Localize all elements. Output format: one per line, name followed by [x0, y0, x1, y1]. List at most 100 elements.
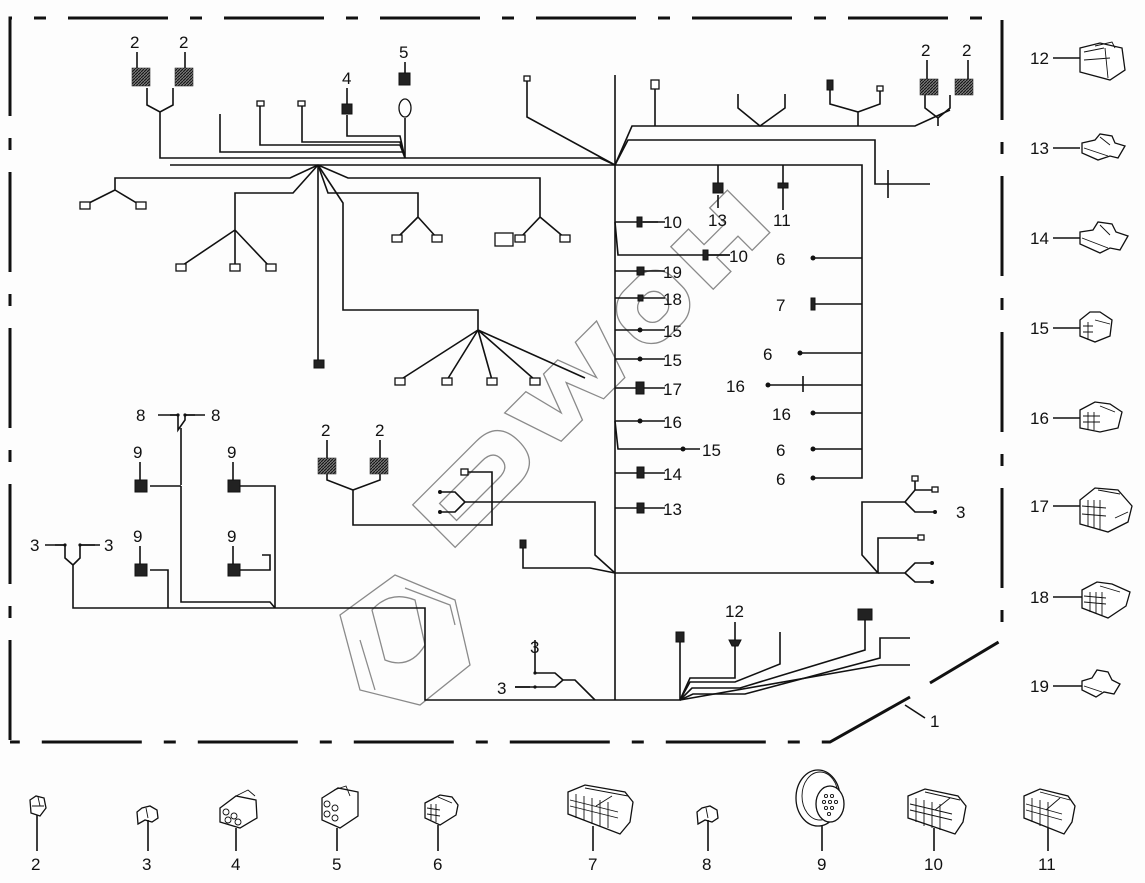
- part-14[interactable]: 14: [1030, 221, 1129, 254]
- connector: [876, 85, 884, 92]
- small-connectors: [79, 201, 571, 386]
- callout-8: 8: [211, 406, 220, 425]
- part-label-6: 6: [433, 855, 442, 874]
- part-16[interactable]: 16: [1030, 401, 1123, 433]
- callout-8: 8: [136, 406, 145, 425]
- callout-2: 2: [130, 33, 139, 52]
- connector: [930, 580, 934, 584]
- part-12[interactable]: 12: [1030, 41, 1126, 81]
- callout-6: 6: [763, 345, 772, 364]
- part-label-15: 15: [1030, 319, 1049, 338]
- part-17[interactable]: 17: [1030, 487, 1133, 533]
- connector-15: [637, 327, 643, 333]
- part-13[interactable]: 13: [1030, 133, 1126, 161]
- callout-9: 9: [227, 527, 236, 546]
- part-3[interactable]: 3: [136, 805, 159, 874]
- connector: [650, 79, 660, 90]
- connector-6: [797, 350, 803, 356]
- connector: [857, 608, 873, 621]
- connector-13: [636, 502, 645, 514]
- part-label-2: 2: [31, 855, 40, 874]
- connector-9: [134, 563, 148, 577]
- connector-4: [341, 103, 353, 115]
- connector-9: [227, 479, 241, 493]
- part-8[interactable]: 8: [696, 805, 719, 874]
- callout-10: 10: [729, 247, 748, 266]
- callout-15: 15: [663, 351, 682, 370]
- connector-19: [636, 266, 645, 276]
- part-11[interactable]: 11: [1023, 788, 1076, 874]
- part-label-12: 12: [1030, 49, 1049, 68]
- part-label-8: 8: [702, 855, 711, 874]
- callout-13: 13: [708, 211, 727, 230]
- callout-4: 4: [342, 69, 351, 88]
- callout-3: 3: [530, 638, 539, 657]
- connector-2: [174, 67, 194, 87]
- connector-2: [317, 457, 337, 475]
- callout-2: 2: [962, 41, 971, 60]
- connector: [523, 75, 531, 82]
- connector-16: [765, 382, 771, 388]
- callout-12: 12: [725, 602, 744, 621]
- part-18[interactable]: 18: [1030, 581, 1131, 619]
- part-5[interactable]: 5: [321, 785, 359, 874]
- connector-18: [637, 294, 644, 302]
- part-label-13: 13: [1030, 139, 1049, 158]
- connector-6: [810, 475, 816, 481]
- part-2[interactable]: 2: [29, 795, 47, 874]
- callout-15: 15: [663, 322, 682, 341]
- connector-9: [227, 563, 241, 577]
- connector-15: [680, 446, 686, 452]
- part-label-5: 5: [332, 855, 341, 874]
- part-4[interactable]: 4: [219, 789, 258, 874]
- connector-10: [702, 249, 709, 261]
- callout-2: 2: [921, 41, 930, 60]
- part-7[interactable]: 7: [567, 784, 634, 874]
- callout-2: 2: [179, 33, 188, 52]
- callout-6: 6: [776, 441, 785, 460]
- assembly-leader: [904, 704, 926, 719]
- connector-3: [533, 671, 537, 675]
- callout-6: 6: [776, 250, 785, 269]
- callout-3: 3: [30, 536, 39, 555]
- callout-2: 2: [321, 421, 330, 440]
- connector-17: [635, 381, 645, 395]
- harness-connectors: [63, 67, 974, 689]
- connector-2: [131, 67, 151, 87]
- callout-9: 9: [133, 527, 142, 546]
- callout-16: 16: [772, 405, 791, 424]
- connector-12: [728, 639, 742, 647]
- callout-9: 9: [133, 443, 142, 462]
- connector: [297, 100, 306, 107]
- callout-2: 2: [375, 421, 384, 440]
- callout-9: 9: [227, 443, 236, 462]
- part-19[interactable]: 19: [1030, 669, 1121, 698]
- callout-10: 10: [663, 213, 682, 232]
- callout-16: 16: [663, 413, 682, 432]
- connector: [826, 79, 834, 91]
- part-label-11: 11: [1038, 855, 1056, 874]
- part-label-3: 3: [142, 855, 151, 874]
- connector: [438, 510, 442, 514]
- callout-17: 17: [663, 380, 682, 399]
- connector: [917, 534, 925, 541]
- connector-14: [636, 466, 645, 479]
- connector: [675, 631, 685, 643]
- connector-6: [810, 446, 816, 452]
- part-15[interactable]: 15: [1030, 311, 1113, 343]
- connector-15: [637, 356, 643, 362]
- part-6[interactable]: 6: [424, 794, 459, 874]
- callout-11: 11: [773, 211, 791, 230]
- part-label-4: 4: [231, 855, 240, 874]
- callout-3: 3: [497, 679, 506, 698]
- callout-5: 5: [399, 43, 408, 62]
- connector-2: [919, 78, 939, 96]
- connector-3: [933, 510, 937, 514]
- part-10[interactable]: 10: [907, 788, 967, 874]
- grommet: [398, 98, 412, 118]
- connector-6: [810, 255, 816, 261]
- part-label-9: 9: [817, 855, 826, 874]
- connector: [931, 486, 939, 493]
- part-9[interactable]: 9: [795, 769, 845, 874]
